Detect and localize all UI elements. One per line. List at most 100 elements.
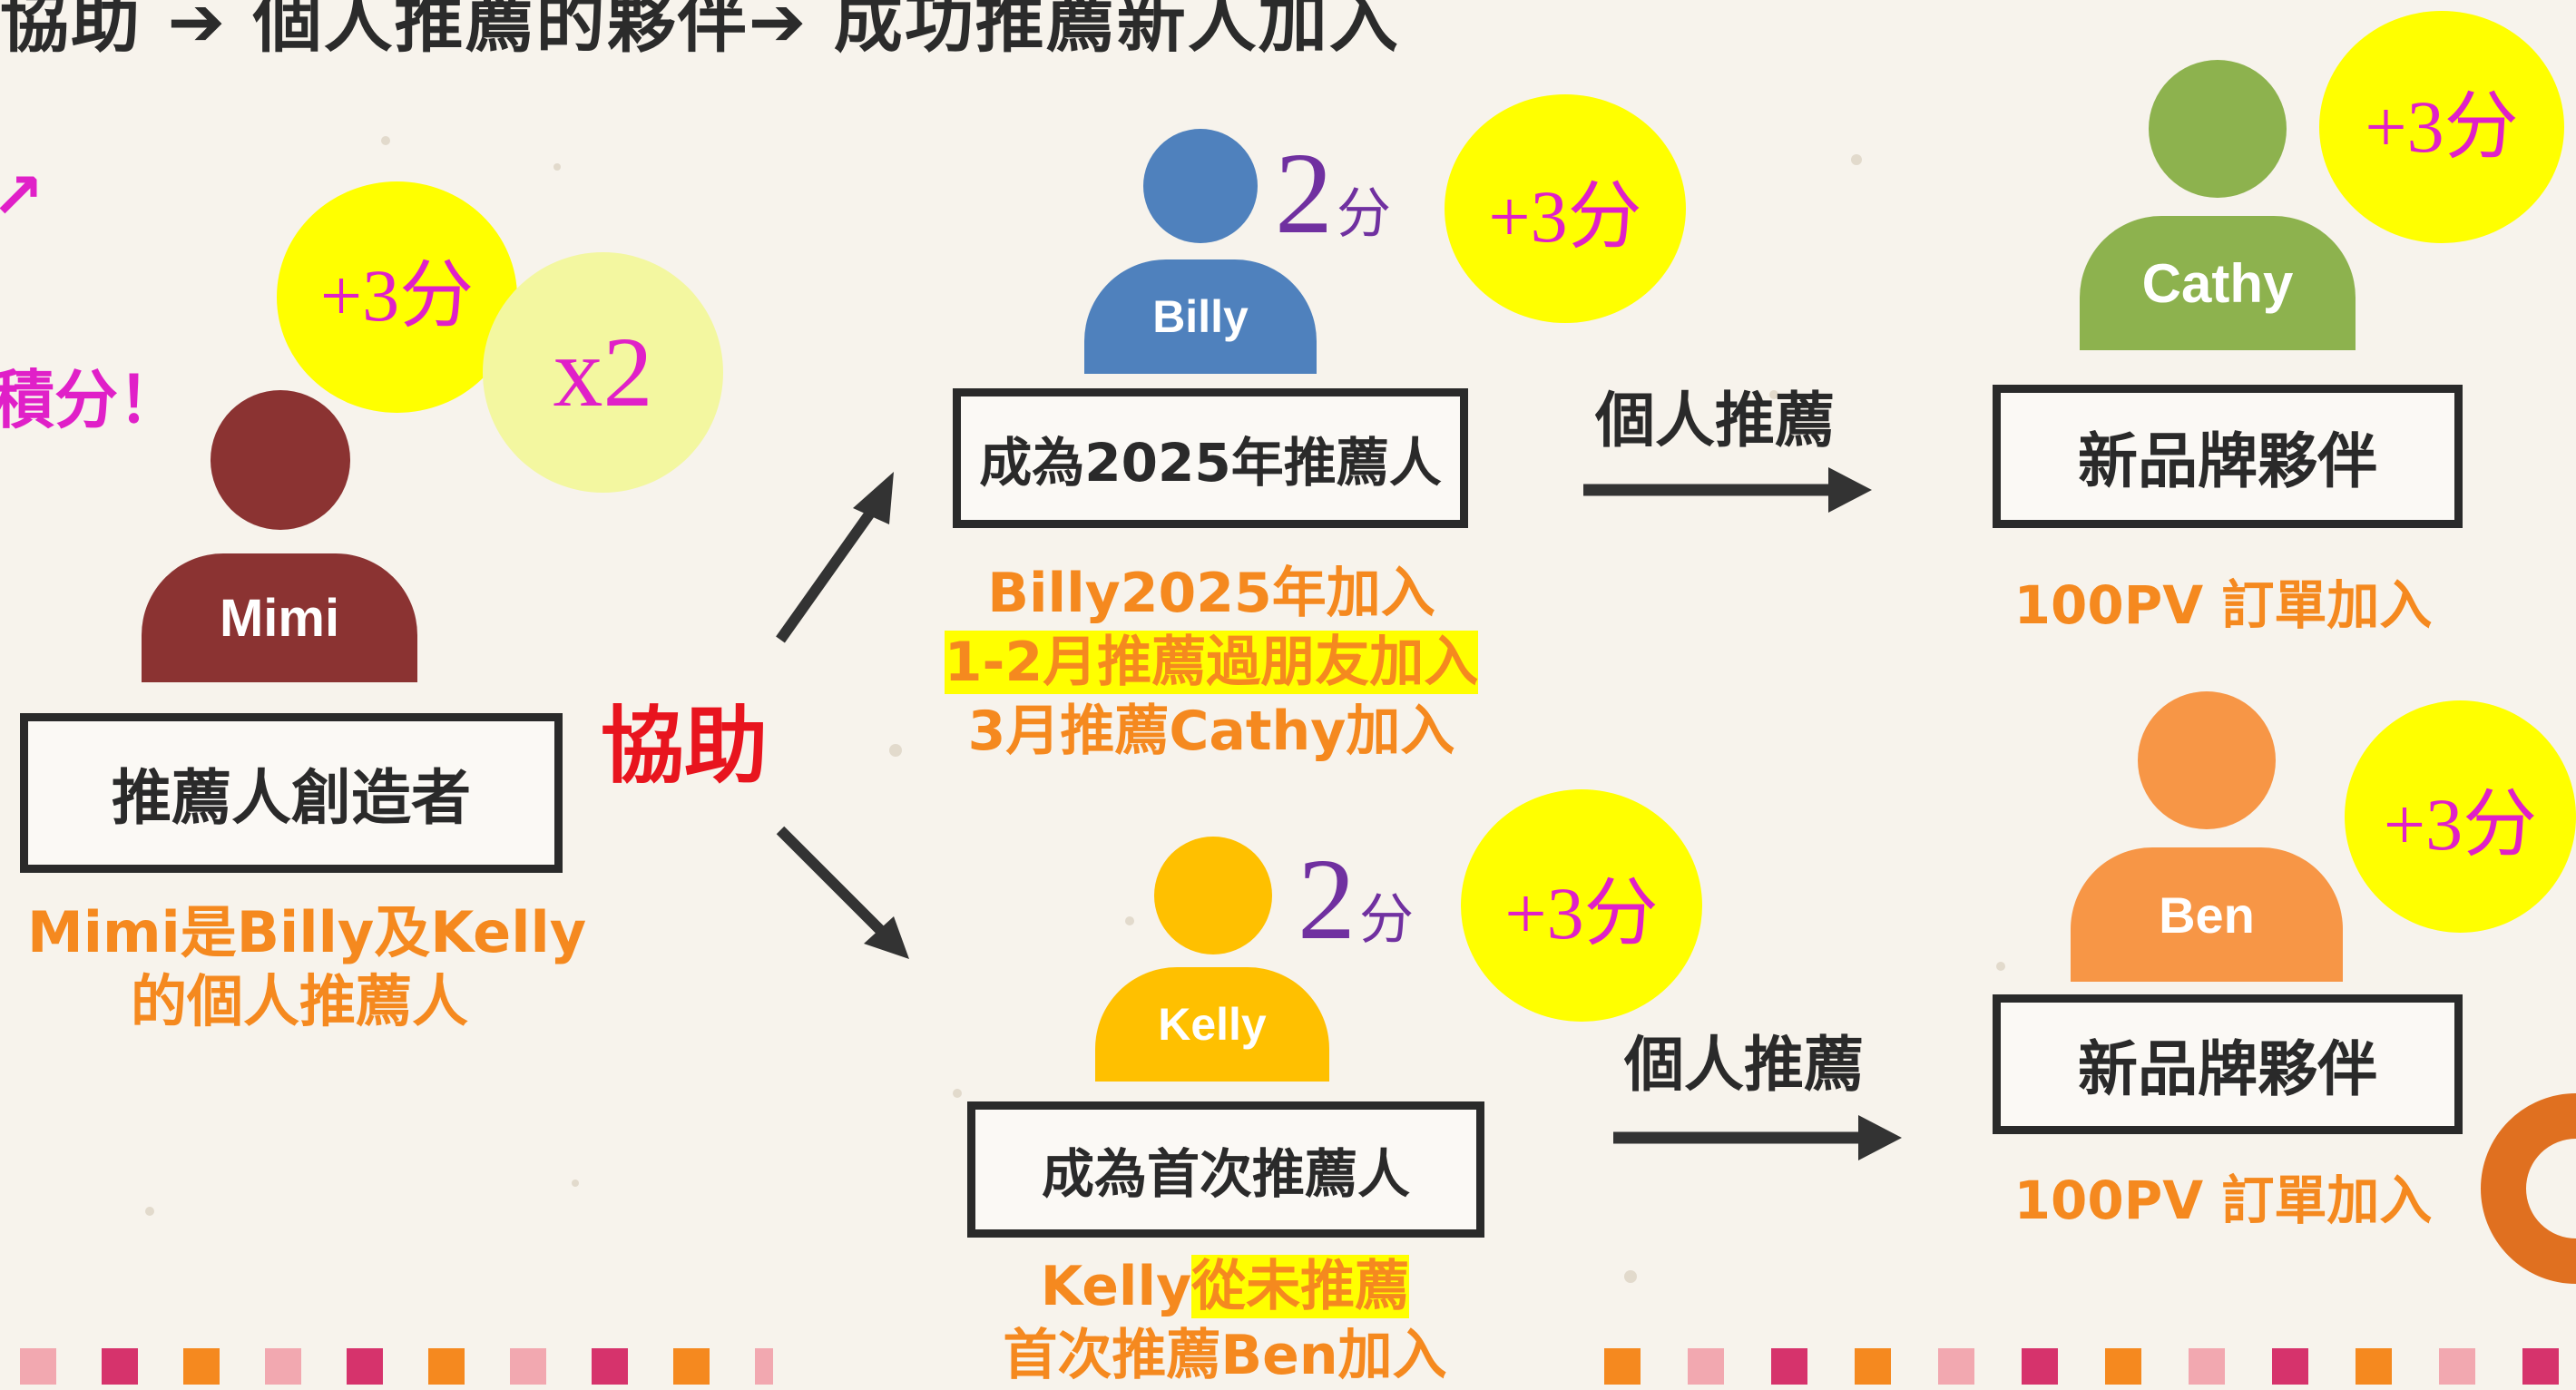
mimi-bonus-text: +3分 [319, 254, 475, 337]
cathy-note: 100PV 訂單加入 [2013, 574, 2433, 636]
billy-avatar-head [1143, 129, 1258, 243]
arrow-up-head [853, 472, 894, 524]
kelly-note-line1a: Kelly [1040, 1255, 1192, 1318]
referral-arrow-top [1583, 467, 1872, 513]
billy-name: Billy [1152, 291, 1249, 342]
billy-role-text: 成為2025年推薦人 [979, 432, 1442, 494]
billy-bonus-circle: +3分 [1445, 94, 1686, 323]
assist-label: 協助 [601, 698, 769, 795]
mimi-avatar-head [211, 390, 350, 530]
billy-note-line2: 1-2月推薦過朋友加入 [944, 631, 1479, 694]
decor-square [20, 1348, 56, 1385]
decor-square [265, 1348, 301, 1385]
decor-square [2522, 1348, 2559, 1385]
cathy-name: Cathy [2141, 252, 2294, 314]
ben-role-text: 新品牌夥伴 [2078, 1034, 2377, 1104]
background-speck [953, 1089, 962, 1098]
background-speck [381, 136, 390, 145]
mimi-note-line1: Mimi是Billy及Kelly [27, 899, 587, 965]
assist-arrows [776, 472, 909, 959]
background-speck [572, 1180, 579, 1187]
mimi-note: Mimi是Billy及Kelly 的個人推薦人 [27, 898, 587, 1036]
arrow-down-line [776, 826, 894, 944]
background-speck [145, 1207, 154, 1216]
decor-square [2439, 1348, 2475, 1385]
ben-role-box: 新品牌夥伴 [1993, 994, 2463, 1134]
decor-square [592, 1348, 628, 1385]
background-speck [1851, 154, 1862, 165]
mimi-multiplier-text: x2 [553, 317, 653, 427]
decor-square [1855, 1348, 1891, 1385]
kelly-bonus-circle: +3分 [1461, 789, 1702, 1022]
mimi-avatar-body: Mimi [142, 553, 417, 682]
decor-square [347, 1348, 383, 1385]
cathy-role-box: 新品牌夥伴 [1993, 385, 2463, 528]
mimi-multiplier-circle: x2 [483, 252, 723, 493]
kelly-note-line1b: 從未推薦 [1191, 1255, 1410, 1318]
decor-square [2356, 1348, 2392, 1385]
background-speck [889, 744, 902, 757]
kelly-score-number: 2 [1298, 835, 1356, 964]
kelly-role-box: 成為首次推薦人 [967, 1101, 1484, 1238]
decor-square [1604, 1348, 1641, 1385]
ben-bonus-circle: +3分 [2345, 700, 2576, 933]
mimi-note-line2: 的個人推薦人 [130, 968, 468, 1034]
ben-note: 100PV 訂單加入 [2013, 1170, 2433, 1231]
billy-score-number: 2 [1275, 129, 1333, 258]
logo-arc [2481, 1093, 2576, 1284]
kelly-score: 2 分 [1298, 833, 1414, 966]
cathy-avatar-body: Cathy [2080, 216, 2356, 350]
mimi-bonus-circle: +3分 [277, 181, 517, 413]
billy-bonus-text: +3分 [1488, 174, 1642, 258]
ben-bonus-text: +3分 [2383, 782, 2538, 866]
kelly-name: Kelly [1158, 999, 1267, 1050]
kelly-note-line2: 首次推薦Ben加入 [1003, 1324, 1447, 1387]
kelly-bonus-text: +3分 [1504, 871, 1659, 954]
decor-square [183, 1348, 220, 1385]
decor-square [2105, 1348, 2141, 1385]
decor-square [755, 1348, 773, 1385]
referral-arrow-bottom [1613, 1115, 1902, 1160]
decor-square [510, 1348, 546, 1385]
billy-note-line3: 3月推薦Cathy加入 [967, 700, 1455, 763]
cathy-role-text: 新品牌夥伴 [2078, 426, 2377, 496]
background-speck [553, 163, 561, 171]
kelly-note: Kelly從未推薦 首次推薦Ben加入 [907, 1252, 1543, 1390]
decor-square [1771, 1348, 1807, 1385]
decor-square [2189, 1348, 2225, 1385]
ben-avatar-head [2138, 691, 2276, 829]
mimi-name: Mimi [219, 588, 340, 648]
billy-score: 2 分 [1275, 127, 1391, 260]
billy-avatar-body: Billy [1084, 259, 1317, 374]
kelly-score-unit: 分 [1359, 888, 1414, 952]
side-arrow-text: ↗ [0, 159, 44, 233]
decor-square [102, 1348, 138, 1385]
billy-score-unit: 分 [1337, 182, 1391, 246]
billy-note-line1: Billy2025年加入 [987, 562, 1435, 625]
decor-square [2022, 1348, 2058, 1385]
arrow-down-head [864, 916, 909, 959]
cathy-bonus-circle: +3分 [2319, 11, 2564, 243]
decor-square [1938, 1348, 1974, 1385]
cathy-avatar-head [2149, 60, 2287, 198]
arrow-up-line [776, 495, 885, 643]
referral-label-bottom: 個人推薦 [1624, 1030, 1864, 1100]
decor-square [673, 1348, 710, 1385]
kelly-avatar-head [1154, 837, 1272, 954]
cathy-bonus-text: +3分 [2365, 84, 2519, 168]
mimi-role-box: 推薦人創造者 [20, 713, 563, 873]
kelly-avatar-body: Kelly [1095, 967, 1329, 1082]
referral-label-top: 個人推薦 [1595, 386, 1835, 455]
background-speck [1125, 916, 1134, 925]
background-speck [1624, 1270, 1637, 1283]
ben-avatar-body: Ben [2071, 847, 2343, 982]
background-speck [1769, 390, 1778, 399]
decor-square [1688, 1348, 1724, 1385]
mimi-role-text: 推薦人創造者 [112, 763, 471, 833]
decor-square [428, 1348, 465, 1385]
referral-arrow-top-head [1828, 467, 1872, 513]
page-title: 協助 ➔ 個人推薦的夥伴➔ 成功推薦新人加入 [0, 0, 1400, 62]
billy-note: Billy2025年加入 1-2月推薦過朋友加入 3月推薦Cathy加入 [907, 559, 1515, 766]
decor-square [2272, 1348, 2308, 1385]
side-note-text: 積分！ [0, 363, 181, 437]
